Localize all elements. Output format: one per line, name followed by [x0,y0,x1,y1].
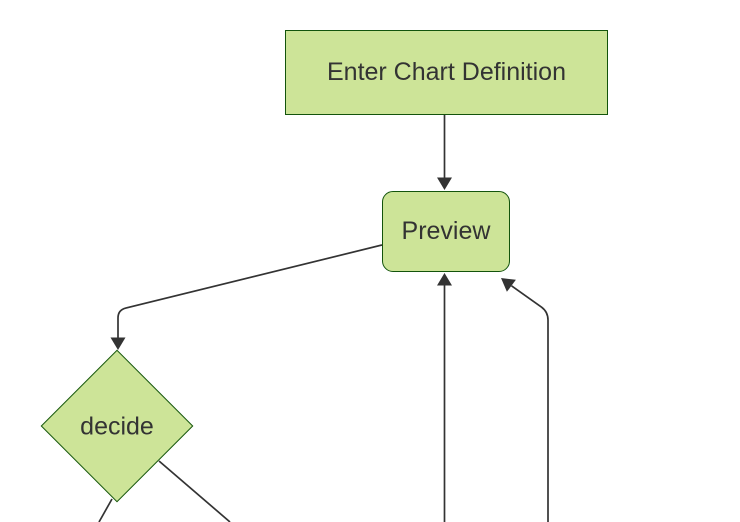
node-enter-chart-definition: Enter Chart Definition [285,30,608,115]
node-preview-label: Preview [401,217,491,245]
edge-bottom-center-to-preview-arrowhead [437,273,452,286]
edge-bottom-right-to-preview-arrowhead [501,278,516,292]
edge-decide-to-bottom-left [98,498,113,522]
node-decide-label: decide [80,412,154,441]
edge-enter-to-preview-arrowhead [437,177,452,190]
edge-decide-to-bottom-right [158,460,231,522]
node-enter-chart-definition-label: Enter Chart Definition [326,58,566,86]
edge-bottom-right-to-preview [511,285,549,522]
node-preview: Preview [382,191,510,272]
edge-preview-to-decide [117,244,383,338]
edge-preview-to-decide-arrowhead [110,337,126,350]
